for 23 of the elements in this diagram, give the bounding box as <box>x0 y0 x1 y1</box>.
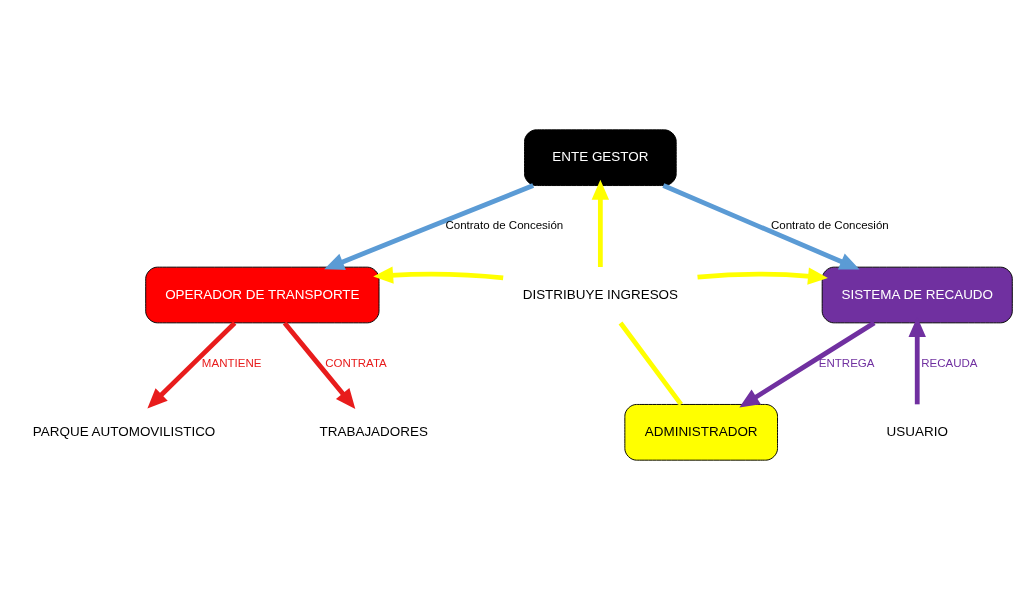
node-text: TRABAJADORES <box>319 423 428 439</box>
node-text: DISTRIBUYE INGRESOS <box>522 286 679 302</box>
node-box: OPERADOR DE TRANSPORTE <box>145 266 380 324</box>
node-text: USUARIO <box>886 423 948 439</box>
arrow <box>373 266 504 284</box>
edge-label: ENTREGA <box>818 356 875 369</box>
connector <box>618 321 683 406</box>
edge-label: Contrato de Concesión <box>770 219 889 232</box>
node-text: PARQUE AUTOMOVILISTICO <box>32 423 216 439</box>
node-box: ENTE GESTOR <box>524 129 677 186</box>
edge-label: CONTRATA <box>325 356 387 369</box>
arrow <box>739 320 876 408</box>
edge-label: Contrato de Concesión <box>445 219 564 232</box>
arrow <box>147 321 237 409</box>
arrow <box>324 183 535 270</box>
node-box: SISTEMA DE RECAUDO <box>821 266 1013 324</box>
arrow <box>282 321 356 409</box>
arrow <box>662 183 860 270</box>
arrow <box>591 179 610 267</box>
arrow <box>697 267 828 285</box>
edge-label: RECAUDA <box>921 356 978 369</box>
edge-label: MANTIENE <box>201 356 262 369</box>
node-box: ADMINISTRADOR <box>624 404 778 461</box>
